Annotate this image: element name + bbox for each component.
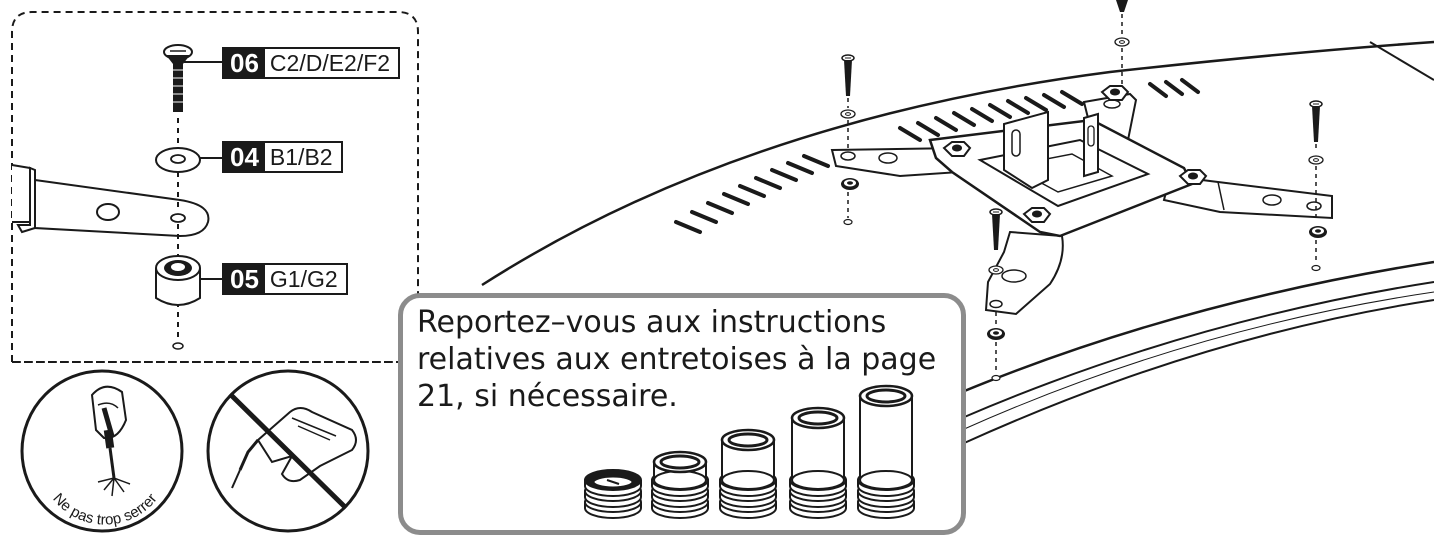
spacer-1 [584, 469, 642, 519]
bracket-arm-detail [11, 164, 210, 238]
screwdriver-icon [90, 385, 131, 497]
callout-parts: B1/B2 [269, 143, 333, 170]
mounting-bracket [830, 85, 1333, 316]
screw-stacks [840, 0, 1327, 382]
callout-number: 04 [224, 143, 265, 171]
callout-06: 06 C2/D/E2/F2 [222, 47, 401, 79]
spacer-3 [719, 428, 777, 519]
washer-part [155, 147, 201, 173]
spacer-sizes-illustration [584, 384, 915, 519]
tighten-by-hand-illustration: Ne pas trop serrer [20, 369, 184, 533]
spacer-2 [651, 450, 709, 519]
callout-04: 04 B1/B2 [222, 141, 343, 173]
spacer-4 [789, 406, 847, 519]
spacer-part [155, 255, 201, 306]
no-power-drill-illustration [206, 369, 370, 533]
spacer-note-box: Reportez–vous aux instructions relatives… [398, 293, 966, 535]
spacer-5 [857, 384, 915, 519]
callout-parts: C2/D/E2/F2 [269, 49, 391, 76]
detail-panel [11, 11, 460, 363]
vent-slots [674, 78, 1200, 234]
callout-number: 06 [224, 49, 265, 77]
screw-part [163, 44, 193, 112]
power-drill-prohibited-icon [231, 407, 357, 489]
callout-05: 05 G1/G2 [222, 263, 348, 295]
monitor-back [481, 40, 1434, 445]
callout-number: 05 [224, 265, 265, 293]
callout-parts: G1/G2 [269, 265, 338, 292]
spacer-note-text: Reportez–vous aux instructions relatives… [417, 305, 937, 414]
